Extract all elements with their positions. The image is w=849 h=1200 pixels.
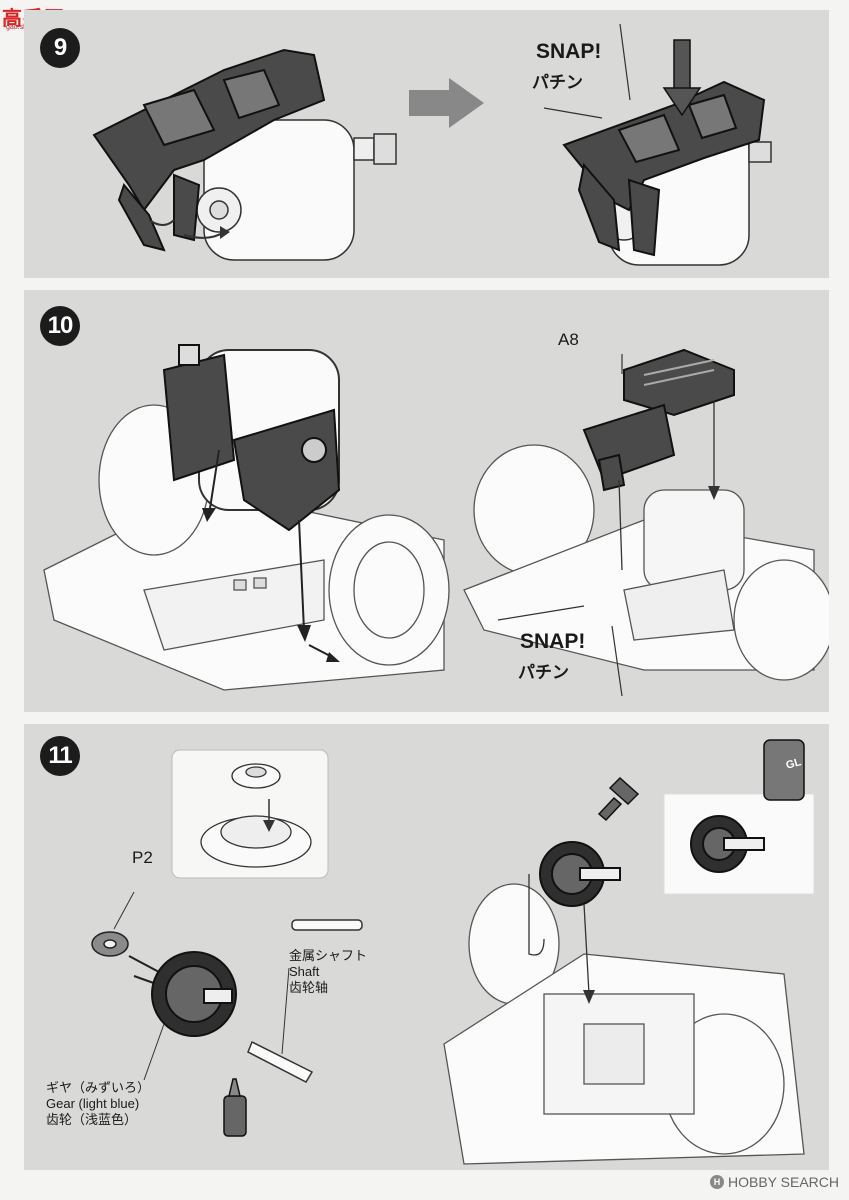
chassis-step11 (443, 883, 805, 1165)
hobby-search-mark-icon: H (710, 1175, 724, 1189)
grease-bottle-icon (763, 739, 805, 801)
shaft-icon (247, 919, 363, 1083)
gear-on-chassis (539, 841, 621, 907)
step-10-illustration (43, 344, 829, 697)
progress-arrow (409, 78, 484, 128)
part-label-P2: P2 (132, 848, 153, 867)
motor-assembly (162, 344, 341, 532)
shaft-label: 金属シャフト Shaft 齿轮轴 (289, 948, 367, 996)
grease-tube-right (597, 776, 640, 822)
step-9-panel: 9 (24, 10, 829, 278)
snap-kana-label: パチン (518, 663, 569, 682)
motor-cover-left (92, 48, 326, 252)
part-label-A8: A8 (558, 330, 579, 349)
motor-left (196, 119, 397, 261)
snap-label: SNAP! (520, 630, 586, 653)
step-9-illustration (92, 23, 772, 266)
shaft-label-zh: 齿轮轴 (289, 980, 329, 995)
grease-tube (223, 1078, 247, 1137)
gear-label-zh: 齿轮（浅蓝色） (46, 1112, 138, 1127)
gear-label-en: Gear (light blue) (46, 1096, 140, 1111)
hobby-search-watermark: H HOBBY SEARCH (710, 1174, 839, 1190)
step-number: 9 (40, 28, 80, 68)
step-10-panel: 10 (24, 290, 829, 712)
washer-P2 (91, 931, 129, 957)
snap-label: SNAP! (536, 40, 602, 63)
motor-cover-right (562, 80, 766, 257)
hobby-search-brand: HOBBY SEARCH (728, 1174, 839, 1190)
gear-label: ギヤ（みずいろ） Gear (light blue) 齿轮（浅蓝色） (46, 1080, 150, 1128)
snap-kana-label: パチン (532, 73, 583, 92)
shaft-label-ja: 金属シャフト (289, 948, 368, 963)
step-number: 11 (40, 736, 80, 776)
part-A8 (582, 348, 735, 492)
gear-light-blue (151, 951, 237, 1037)
press-arrow (662, 39, 702, 117)
step-number: 10 (40, 306, 80, 346)
step-11-panel: 11 (24, 724, 829, 1170)
gear-label-ja: ギヤ（みずいろ） (46, 1080, 151, 1095)
chassis-right (463, 444, 829, 681)
shaft-label-en: Shaft (289, 964, 320, 979)
step-11-illustration (91, 739, 815, 1165)
